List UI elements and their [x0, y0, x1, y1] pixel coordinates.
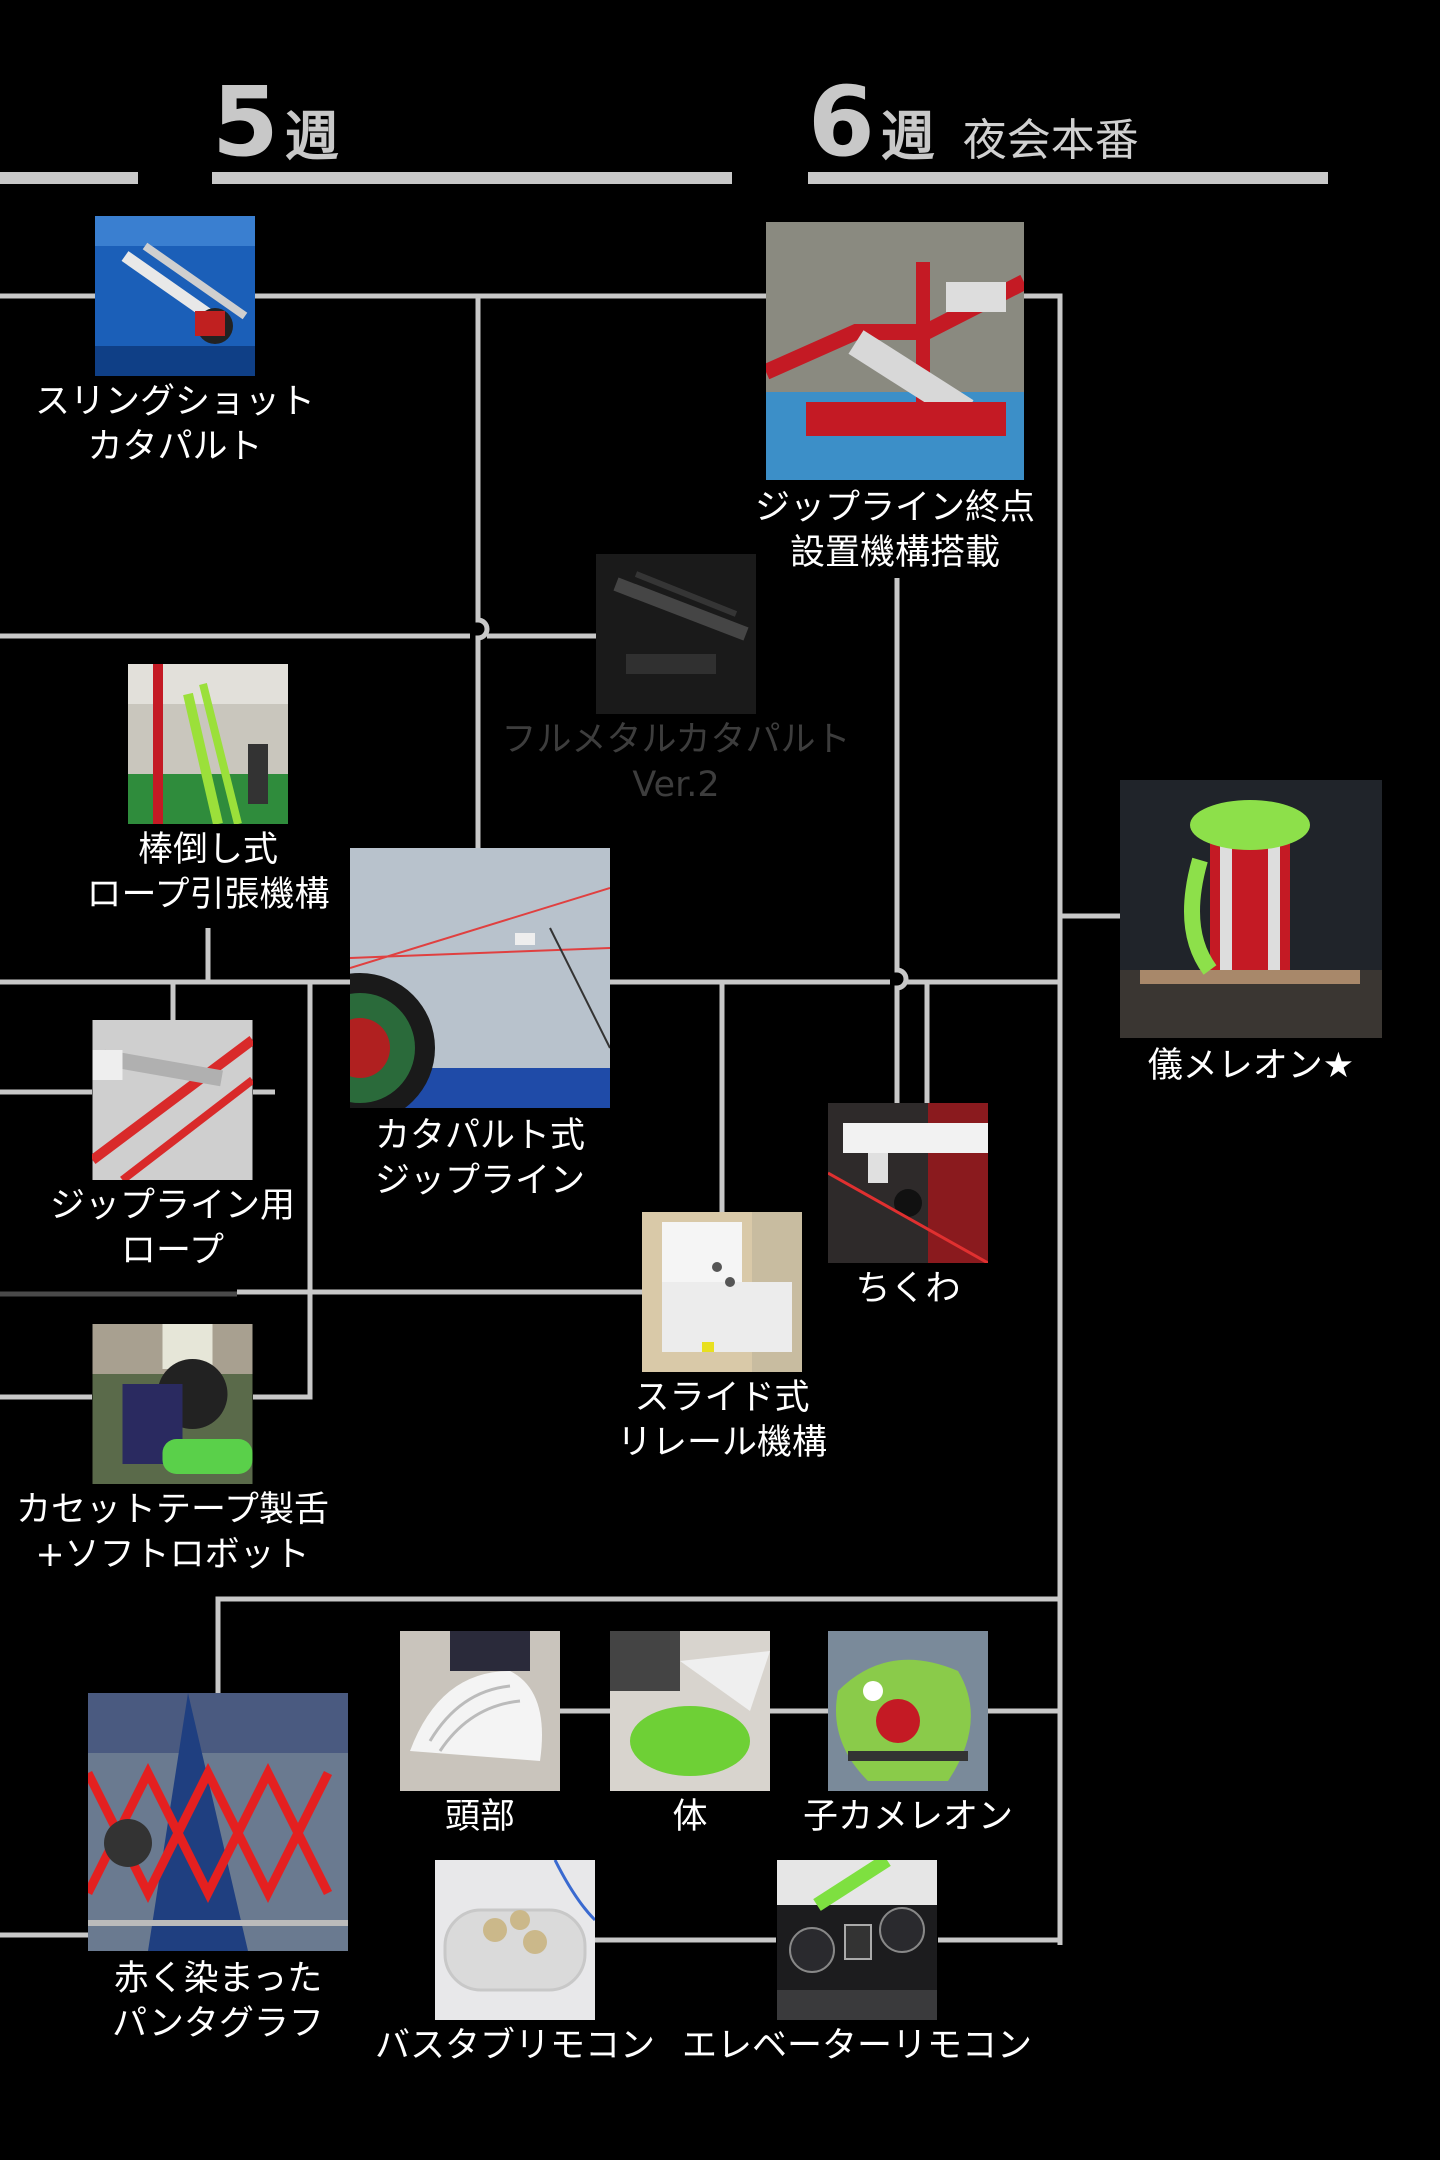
node-cassette-tongue[interactable]: カセットテープ製舌 +ソフトロボット	[16, 1324, 329, 1575]
gimereon-label-line1: 儀メレオン★	[1147, 1046, 1355, 1086]
gimereon-photo	[1120, 780, 1382, 1038]
week6-unit: 週	[880, 105, 935, 168]
node-fullmetal-catapult[interactable]: フルメタルカタパルト Ver.2	[502, 554, 850, 805]
node-elevator-remote[interactable]: エレベーターリモコン	[682, 1860, 1032, 2066]
chikuwa-photo	[828, 1103, 988, 1263]
cassette-tongue-photo	[92, 1324, 253, 1484]
slingshot-photo	[95, 216, 255, 376]
head-label-line1: 頭部	[444, 1797, 515, 1837]
week5-number: 5	[212, 66, 279, 178]
node-body[interactable]: 体	[610, 1631, 770, 1837]
bou-taoshi-label-line2: ロープ引張機構	[86, 875, 330, 915]
connector	[475, 296, 490, 850]
node-chikuwa[interactable]: ちくわ	[828, 1103, 988, 1309]
catapult-zipline-photo	[350, 848, 610, 1108]
fullmetal-catapult-photo	[596, 554, 756, 714]
week6-bar	[808, 172, 1328, 184]
body-label: 体	[470, 1795, 910, 1840]
body-photo	[610, 1631, 770, 1791]
zipline-rope-photo	[92, 1020, 253, 1180]
slingshot-label-line1: スリングショット	[34, 382, 315, 422]
head-photo	[400, 1631, 560, 1791]
connector	[215, 1596, 1060, 1693]
slingshot-label: スリングショットカタパルト	[0, 380, 395, 470]
elevator-remote-photo	[776, 1860, 938, 2020]
kokamereon-photo	[828, 1631, 988, 1791]
node-kokamereon[interactable]: 子カメレオン	[803, 1631, 1013, 1837]
node-head[interactable]: 頭部	[400, 1631, 560, 1837]
bou-taoshi-photo	[128, 664, 288, 824]
bou-taoshi-label-line1: 棒倒し式	[137, 830, 278, 870]
node-gimereon[interactable]: 儀メレオン★	[1120, 780, 1382, 1086]
connector	[894, 578, 909, 1103]
slide-rerail-label-line1: スライド式	[634, 1378, 810, 1418]
body-label-line1: 体	[672, 1797, 708, 1837]
connector	[253, 982, 313, 1400]
zipline-rope-label: ジップライン用ロープ	[0, 1184, 393, 1274]
kokamereon-label-line1: 子カメレオン	[802, 1797, 1013, 1837]
catapult-zipline-label: カタパルト式ジップライン	[210, 1114, 750, 1204]
zipline-endpoint-label: ジップライン終点設置機構搭載	[626, 486, 1164, 576]
node-bou-taoshi[interactable]: 棒倒し式ロープ引張機構	[87, 664, 329, 915]
zipline-endpoint-label-line2: 設置機構搭載	[789, 533, 1000, 573]
fullmetal-catapult-label-line2: Ver.2	[632, 765, 720, 805]
node-zipline-endpoint[interactable]: ジップライン終点設置機構搭載	[755, 222, 1035, 573]
slingshot-label-line2: カタパルト	[87, 427, 263, 467]
chikuwa-label-line1: ちくわ	[855, 1269, 961, 1309]
node-slide-rerail[interactable]: スライド式リレール機構	[617, 1212, 827, 1463]
zipline-endpoint-label-line1: ジップライン終点	[754, 488, 1035, 528]
red-pantograph-label-line2: パンタグラフ	[112, 2004, 324, 2044]
zipline-endpoint-photo	[766, 222, 1024, 480]
week6-number: 6	[808, 66, 875, 178]
slide-rerail-photo	[642, 1212, 802, 1372]
bou-taoshi-label: 棒倒し式ロープ引張機構	[0, 828, 428, 918]
red-pantograph-label-line1: 赤く染まった	[113, 1959, 323, 1999]
node-slingshot[interactable]: スリングショットカタパルト	[35, 216, 315, 467]
week5-bar	[212, 172, 732, 184]
red-pantograph-label: 赤く染まったパンタグラフ	[0, 1957, 488, 2047]
node-zipline-rope[interactable]: ジップライン用ロープ	[50, 1020, 295, 1271]
elevator-remote-label: エレベーターリモコン	[636, 2024, 1078, 2069]
bathtub-remote-photo	[435, 1860, 595, 2020]
catapult-zipline-label-line1: カタパルト式	[374, 1116, 585, 1156]
gimereon-label: 儀メレオン★	[980, 1044, 1440, 1089]
elevator-remote-label-line1: エレベーターリモコン	[681, 2026, 1032, 2066]
node-catapult-zipline[interactable]: カタパルト式ジップライン	[350, 848, 610, 1201]
node-red-pantograph[interactable]: 赤く染まったパンタグラフ	[88, 1693, 348, 2044]
bathtub-remote-label-line1: バスタブリモコン	[374, 2026, 655, 2066]
fullmetal-catapult-label-line1: フルメタルカタパルト	[501, 720, 851, 760]
connector	[1024, 293, 1063, 1945]
cassette-tongue-label-line2: +ソフトロボット	[35, 1535, 310, 1575]
node-bathtub-remote[interactable]: バスタブリモコン	[375, 1860, 655, 2066]
slide-rerail-label: スライド式リレール機構	[502, 1376, 942, 1466]
zipline-rope-label-line1: ジップライン用	[49, 1186, 295, 1226]
bathtub-remote-label: バスタブリモコン	[295, 2024, 735, 2069]
slide-rerail-label-line2: リレール機構	[616, 1423, 827, 1463]
cassette-tongue-label-line1: カセットテープ製舌	[16, 1490, 329, 1530]
fullmetal-catapult-label: フルメタルカタパルト Ver.2	[456, 718, 896, 808]
red-pantograph-photo	[88, 1693, 348, 1951]
head-label: 頭部	[260, 1795, 700, 1840]
zipline-rope-label-line2: ロープ	[121, 1231, 224, 1271]
week6-subtitle: 夜会本番	[962, 115, 1139, 166]
catapult-zipline-label-line2: ジップライン	[374, 1161, 585, 1201]
kokamereon-label: 子カメレオン	[688, 1795, 1128, 1840]
week4-bar	[0, 172, 138, 184]
week5-unit: 週	[284, 105, 339, 168]
cassette-tongue-label: カセットテープ製舌 +ソフトロボット	[0, 1488, 393, 1578]
chikuwa-label: ちくわ	[688, 1267, 1128, 1312]
